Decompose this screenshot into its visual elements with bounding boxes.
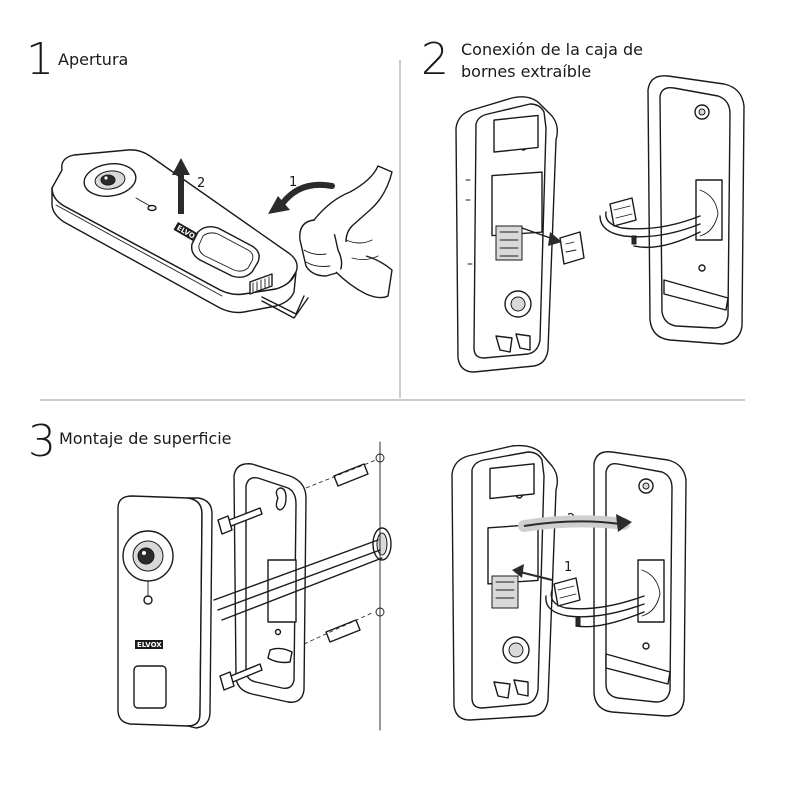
- step-2-terminal-block: [521, 227, 585, 265]
- step-3-doorbell-front: ELVOX: [117, 495, 213, 729]
- step-3-screws-and-plugs: [213, 441, 392, 731]
- step-2-title: Conexión de la caja de bornes extraíble: [461, 40, 643, 81]
- step-2-number: 2: [421, 34, 449, 85]
- step-1-doorbell: ELVOX: [51, 149, 335, 319]
- step-1-title: Apertura: [58, 50, 129, 69]
- step-3-insert-label: 1: [564, 560, 573, 575]
- svg-text:ELVOX: ELVOX: [137, 641, 162, 649]
- step-2-doorbell-back: [455, 96, 559, 373]
- step-3-title: Montaje de superficie: [59, 429, 232, 448]
- step-3-arrows: [512, 514, 632, 581]
- step-3-back-plate-right: [545, 451, 687, 717]
- step-1-lift-label: 2: [197, 176, 206, 191]
- step-1-hand: [299, 165, 393, 299]
- step-3-number: 3: [28, 416, 56, 467]
- step-3-doorbell-back: [451, 444, 559, 721]
- step-2-back-plate: [599, 75, 745, 345]
- step-1-rotate-label: 1: [289, 175, 298, 190]
- step-1-number: 1: [26, 34, 54, 85]
- step-3-back-plate: [233, 463, 307, 703]
- elvox-logo-front: ELVOX: [135, 640, 163, 649]
